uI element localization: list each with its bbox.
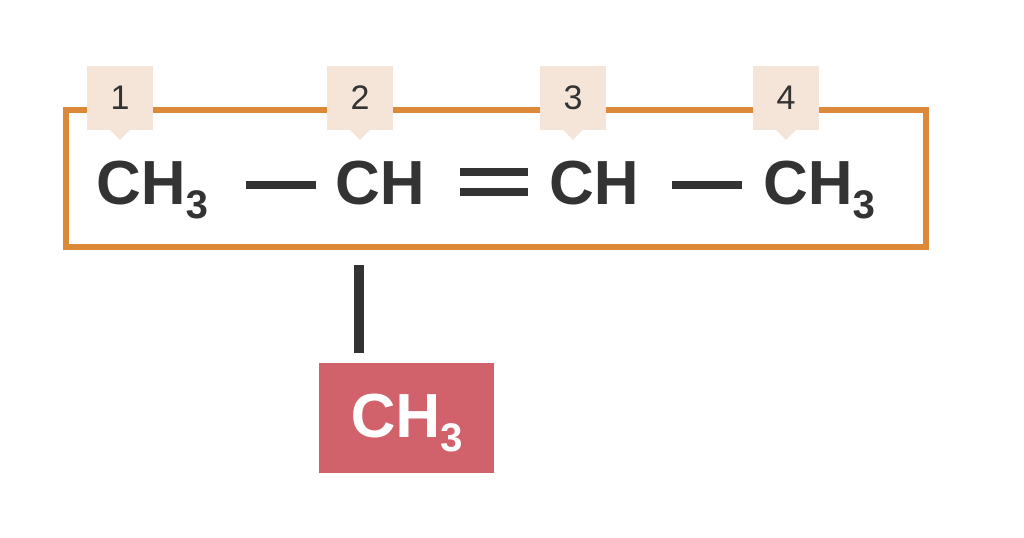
carbon-1-group: CH3 [96, 144, 208, 227]
carbon-number-4: 4 [753, 66, 819, 130]
group-text: CH [96, 149, 186, 218]
single-bond-3-4 [672, 181, 742, 189]
methyl-substituent: CH3 [319, 363, 494, 473]
double-bond-line-lower [460, 188, 528, 196]
carbon-3-group: CH [549, 144, 639, 224]
double-bond-line-upper [460, 168, 528, 176]
carbon-2-group: CH [335, 144, 425, 224]
group-text: CH [335, 149, 425, 218]
carbon-number-2: 2 [327, 66, 393, 130]
branch-bond [354, 265, 364, 353]
group-subscript: 3 [852, 183, 875, 227]
double-bond-2-3 [460, 168, 528, 196]
single-bond-1-2 [246, 181, 316, 189]
group-text: CH [763, 149, 853, 218]
carbon-number-1: 1 [87, 66, 153, 130]
substituent-subscript: 3 [440, 416, 463, 460]
carbon-4-group: CH3 [763, 144, 875, 227]
carbon-number-3: 3 [540, 66, 606, 130]
group-subscript: 3 [185, 183, 208, 227]
substituent-text: CH [350, 382, 441, 451]
group-text: CH [549, 149, 639, 218]
